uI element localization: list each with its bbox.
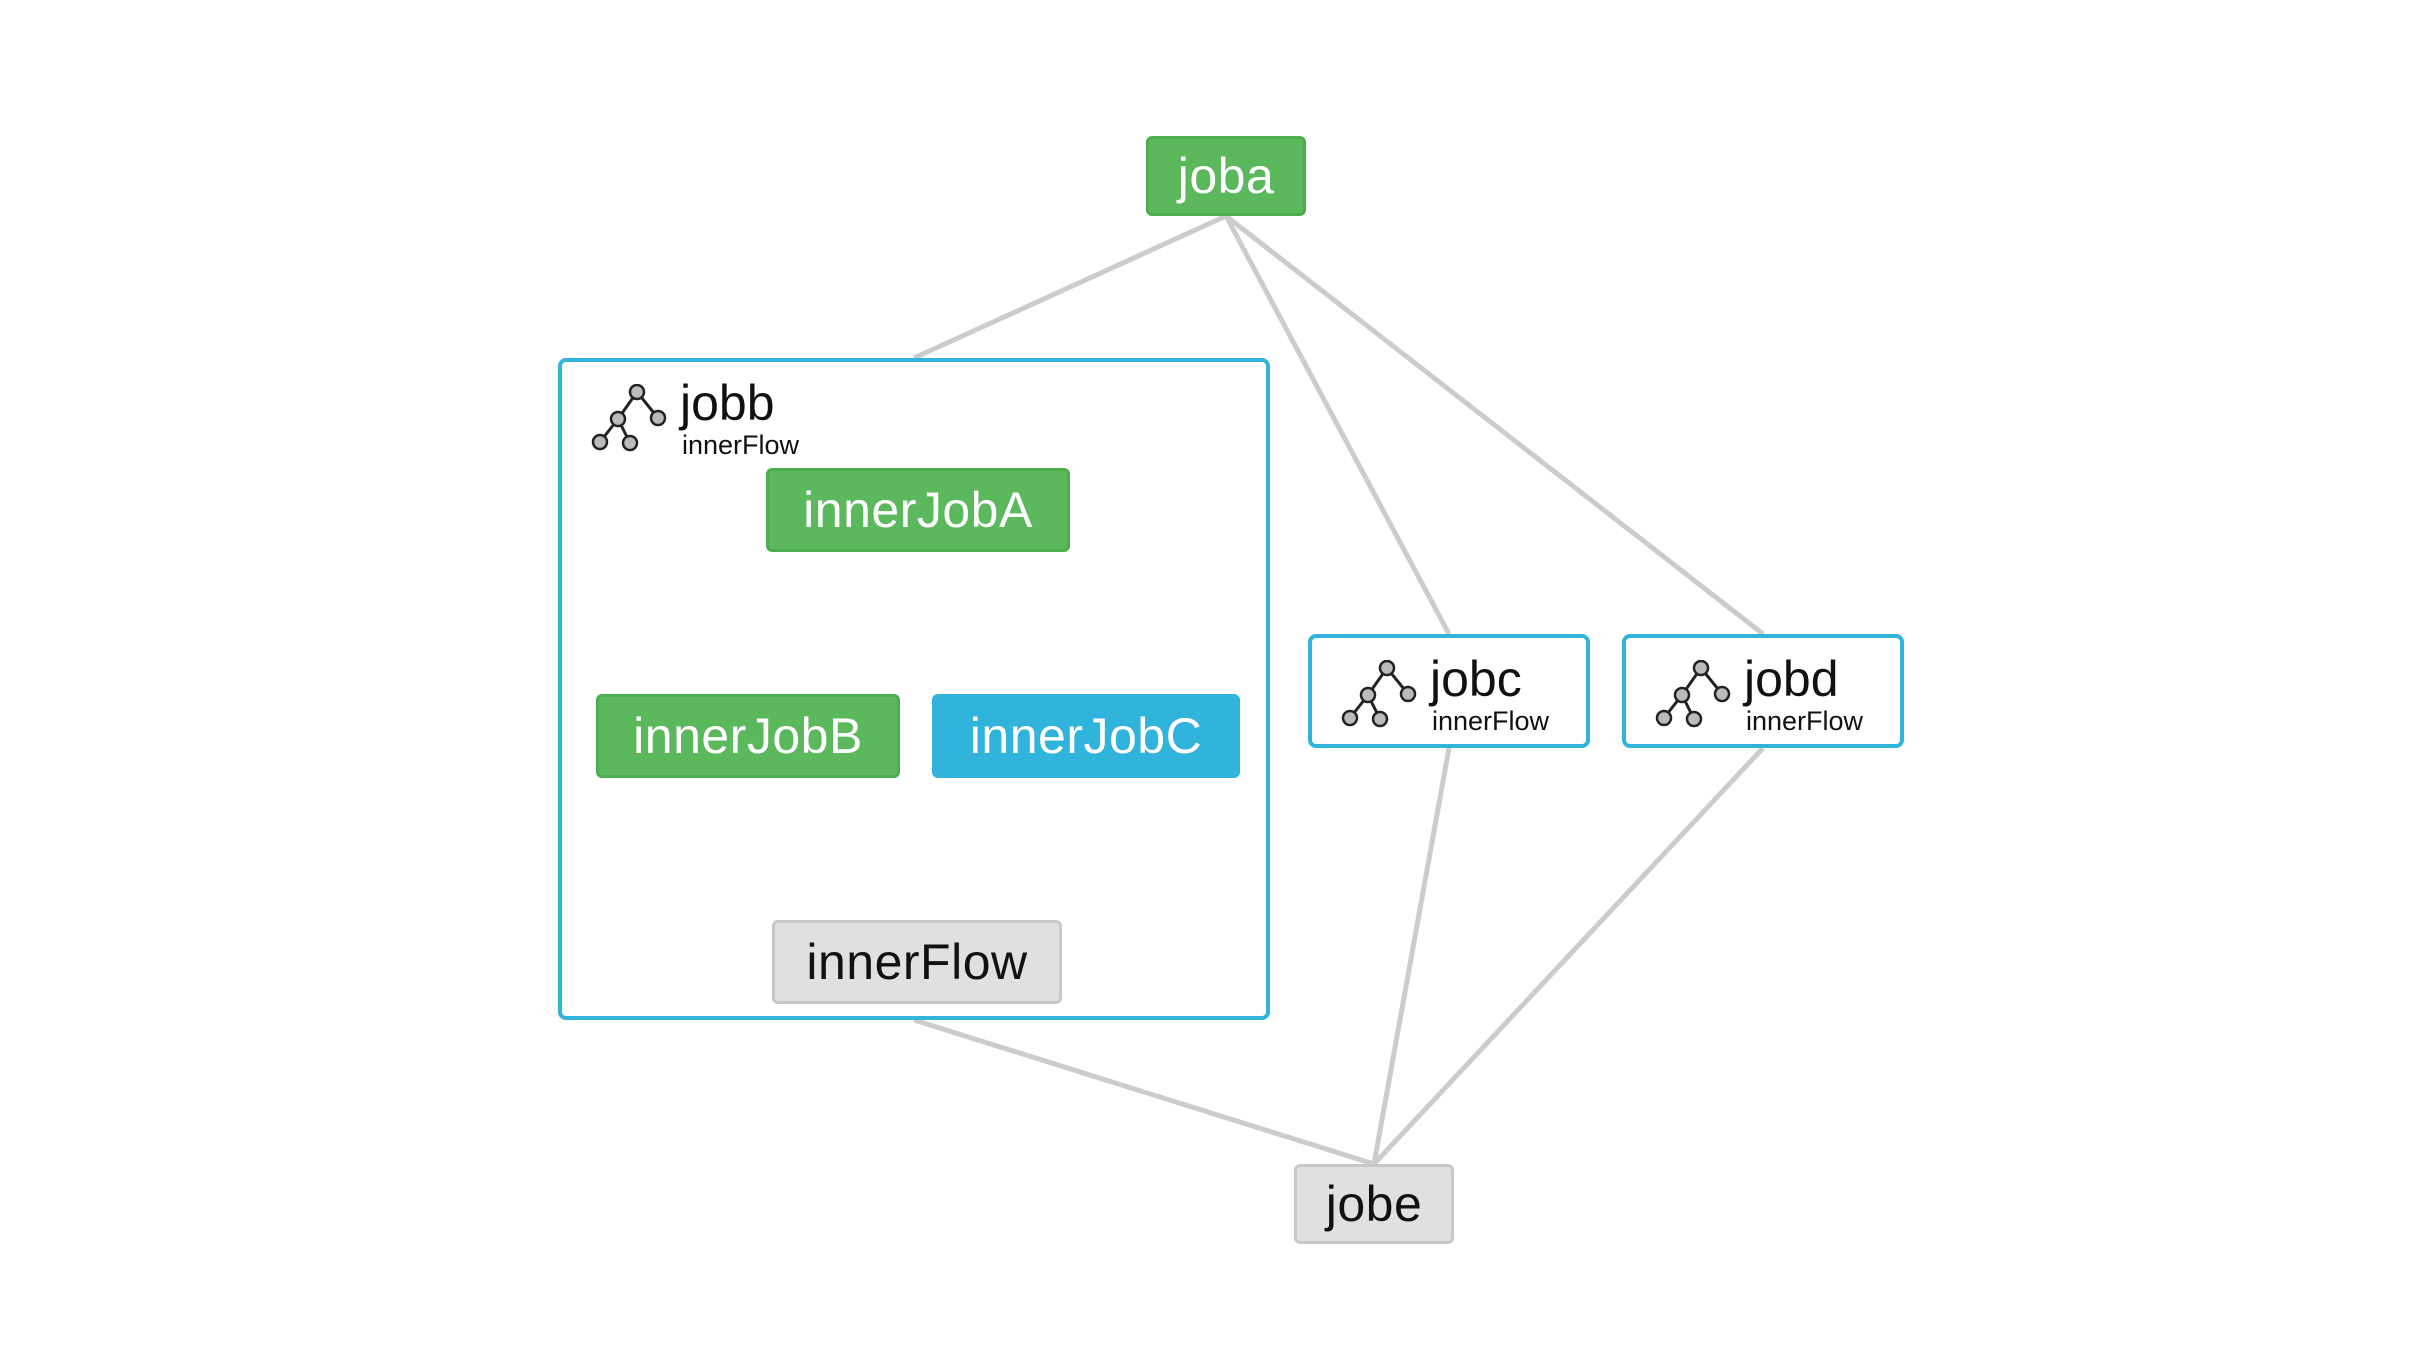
node-label: joba (1177, 148, 1275, 204)
flow-tree-icon (1655, 660, 1731, 728)
flow-jobd[interactable]: jobd innerFlow (1622, 634, 1904, 748)
flow-subflow-name: innerFlow (1432, 706, 1550, 736)
node-label: innerJobC (969, 708, 1203, 764)
edge-jobc-jobe (1371, 747, 1452, 1165)
flow-subflow-name: innerFlow (1746, 706, 1864, 736)
flow-header: jobc innerFlow (1338, 652, 1549, 736)
flow-text: jobb innerFlow (680, 376, 799, 460)
flow-jobc[interactable]: jobc innerFlow (1308, 634, 1590, 748)
node-jobe[interactable]: jobe (1294, 1164, 1454, 1244)
node-innerJobB[interactable]: innerJobB (596, 694, 900, 778)
edge-jobb-jobe (913, 1017, 1375, 1167)
node-label: jobe (1325, 1176, 1423, 1232)
node-label: innerJobA (803, 482, 1033, 538)
edge-joba-jobb (912, 213, 1228, 361)
flow-name: jobd (1744, 651, 1839, 707)
flow-header: jobd innerFlow (1652, 652, 1863, 736)
flow-tree-icon (591, 384, 667, 452)
node-label: innerFlow (806, 934, 1028, 990)
flow-subflow-name: innerFlow (682, 430, 800, 460)
node-innerFlow[interactable]: innerFlow (772, 920, 1062, 1004)
flow-tree-icon (1341, 660, 1417, 728)
flow-name: jobb (680, 375, 775, 431)
flow-text: jobc innerFlow (1430, 652, 1549, 736)
node-joba[interactable]: joba (1146, 136, 1306, 216)
edge-jobd-jobe (1372, 746, 1765, 1166)
node-label: innerJobB (633, 708, 863, 764)
flow-text: jobd innerFlow (1744, 652, 1863, 736)
flow-name: jobc (1430, 651, 1522, 707)
node-innerJobA[interactable]: innerJobA (766, 468, 1070, 552)
edge-joba-jobd (1224, 214, 1765, 636)
flow-header: jobb innerFlow (588, 376, 799, 460)
node-innerJobC[interactable]: innerJobC (932, 694, 1240, 778)
edge-joba-jobc (1223, 214, 1452, 636)
